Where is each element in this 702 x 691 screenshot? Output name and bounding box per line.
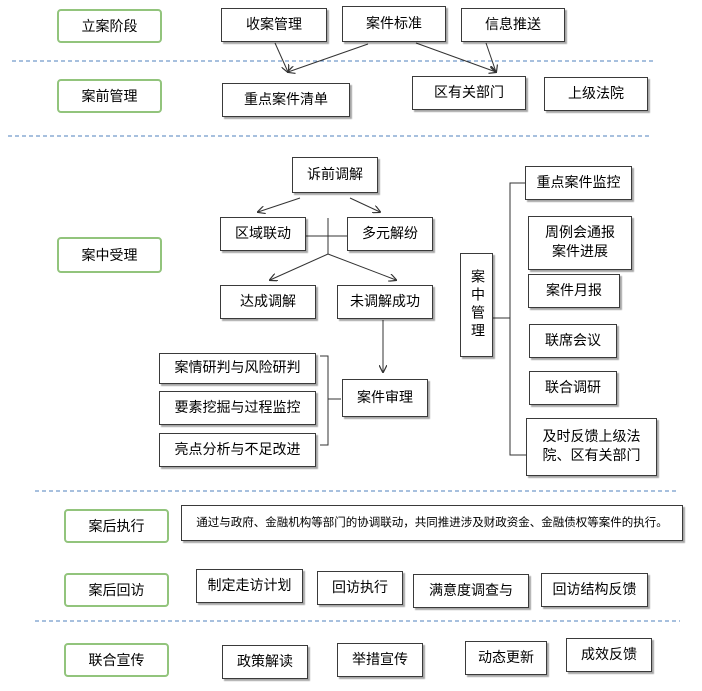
box-anhou-text: 通过与政府、金融机构等部门的协调联动，共同推进涉及财政资金、金融债权等案件的执行… bbox=[181, 505, 683, 541]
arrow-xinxi-to-bumen bbox=[485, 42, 496, 72]
box-guanli-item-5: 联合调研 bbox=[529, 371, 617, 405]
stage-huifang: 案后回访 bbox=[64, 573, 169, 607]
stage-anqian: 案前管理 bbox=[57, 79, 162, 113]
box-xuanchuan-3: 动态更新 bbox=[465, 641, 547, 675]
box-guanli-item-4: 联席会议 bbox=[529, 324, 617, 358]
box-suqian: 诉前调解 bbox=[292, 157, 378, 193]
box-fayuan: 上级法院 bbox=[544, 77, 648, 111]
box-huifang-3: 满意度调查与 bbox=[413, 574, 529, 608]
box-huifang-4: 回访结构反馈 bbox=[541, 573, 648, 607]
box-huifang-1: 制定走访计划 bbox=[196, 569, 303, 603]
box-wajue: 要素挖掘与过程监控 bbox=[159, 391, 316, 425]
box-dacheng: 达成调解 bbox=[220, 285, 316, 319]
box-weidacheng: 未调解成功 bbox=[337, 285, 433, 319]
arrow-shouan-to-qingdan bbox=[274, 42, 288, 72]
bracket-right bbox=[509, 182, 526, 456]
arrow-biaozhun-to-qingdan bbox=[288, 43, 369, 72]
stage-lian: 立案阶段 bbox=[57, 9, 162, 43]
box-guanli-title: 案中管理 bbox=[460, 253, 493, 357]
box-duoyuan: 多元解纷 bbox=[347, 217, 433, 251]
box-shenli: 案件审理 bbox=[342, 379, 428, 417]
arrow-to-dacheng bbox=[270, 253, 329, 280]
box-guanli-item-6: 及时反馈上级法 院、区有关部门 bbox=[526, 418, 657, 476]
box-xinxi: 信息推送 bbox=[461, 8, 565, 42]
stage-anzhong: 案中受理 bbox=[57, 237, 162, 273]
box-bumen: 区有关部门 bbox=[412, 76, 526, 110]
box-yanpan: 案情研判与风险研判 bbox=[159, 353, 316, 384]
box-guanli-item-3: 案件月报 bbox=[528, 274, 620, 308]
box-xuanchuan-2: 举措宣传 bbox=[337, 643, 423, 677]
box-shouan: 收案管理 bbox=[221, 8, 327, 42]
box-guanli-item-2: 周例会通报 案件进展 bbox=[528, 216, 632, 270]
box-qingdan: 重点案件清单 bbox=[222, 83, 350, 117]
arrow-to-weidacheng bbox=[327, 253, 396, 280]
arrow-suqian-to-quyu bbox=[258, 197, 301, 212]
box-liangdian: 亮点分析与不足改进 bbox=[159, 433, 316, 467]
bracket-left bbox=[320, 355, 329, 446]
arrow-suqian-to-duoyuan bbox=[349, 197, 380, 212]
box-biaozhun: 案件标准 bbox=[342, 6, 446, 42]
box-xuanchuan-1: 政策解读 bbox=[222, 645, 308, 679]
arrow-biaozhun-to-bumen bbox=[415, 42, 496, 72]
stage-anhou: 案后执行 bbox=[64, 509, 169, 543]
box-xuanchuan-4: 成效反馈 bbox=[566, 638, 652, 672]
box-quyu: 区域联动 bbox=[220, 217, 306, 251]
stage-xuanchuan: 联合宣传 bbox=[64, 643, 169, 677]
box-guanli-item-1: 重点案件监控 bbox=[525, 166, 632, 200]
box-huifang-2: 回访执行 bbox=[317, 571, 403, 605]
